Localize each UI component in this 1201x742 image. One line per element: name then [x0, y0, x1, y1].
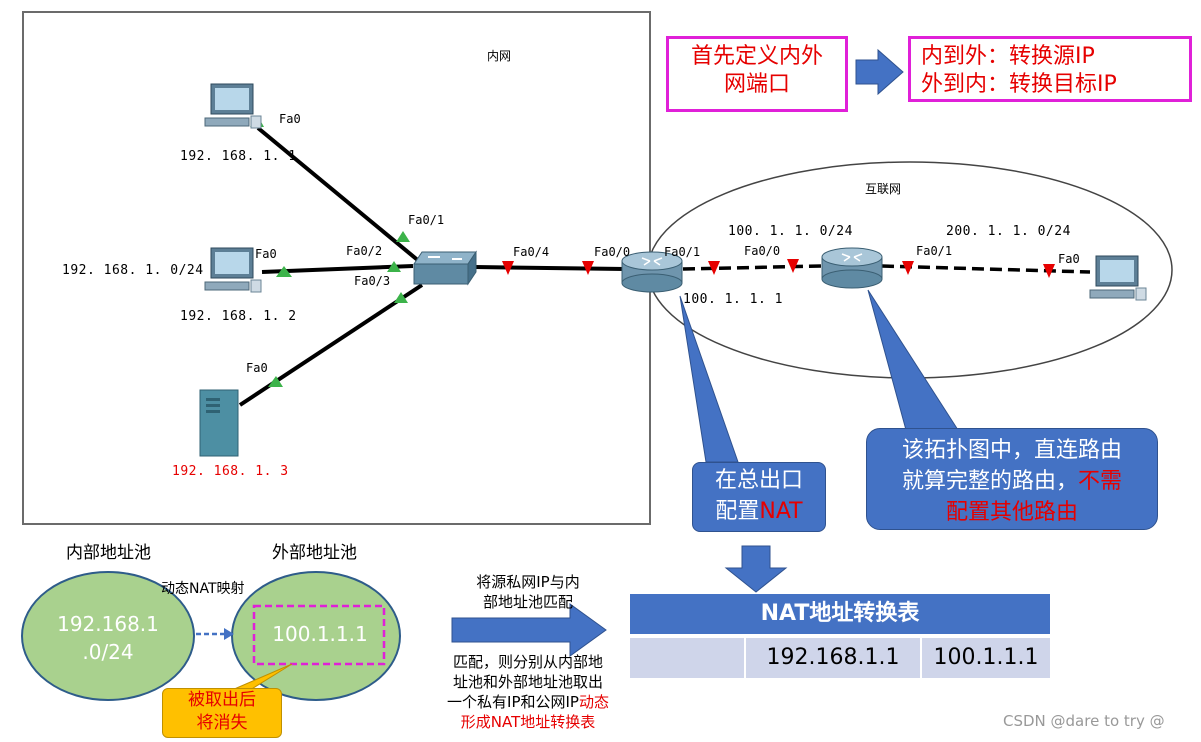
match-text-line2: 部地址池匹配 — [482, 593, 573, 611]
desc-text-line2: 址池和外部地址池取出 — [452, 673, 603, 691]
desc-text-line1: 匹配，则分别从内部地 — [452, 653, 603, 671]
define-ports-line2: 网端口 — [723, 72, 790, 97]
router2-port-fa0-1: Fa0/1 — [916, 244, 953, 258]
callout-route-line3: 配置其他路由 — [945, 500, 1078, 525]
link-pc1-switch — [256, 126, 422, 264]
pc2-ip: 192. 168. 1. 2 — [180, 309, 297, 324]
port-up-marker — [276, 266, 292, 277]
router2-port-fa0-0: Fa0/0 — [744, 244, 781, 258]
inner-pool-ellipse — [21, 571, 195, 701]
callout-route: 该拓扑图中，直连路由 就算完整的路由，不需 配置其他路由 — [866, 428, 1158, 530]
port-down-marker — [708, 261, 720, 275]
pc1-ip: 192. 168. 1. 1 — [180, 149, 297, 164]
dynamic-map-arrowhead — [224, 628, 234, 640]
pc2-icon — [204, 247, 262, 293]
callout-nat-line1: 在总出口 — [714, 468, 803, 493]
port-down-marker — [502, 261, 514, 275]
remote-pc-port: Fa0 — [1058, 252, 1080, 266]
define-ports-box: 首先定义内外 网端口 — [666, 36, 848, 112]
callout-nat: 在总出口 配置NAT — [692, 462, 826, 532]
router1-port-fa0-1: Fa0/1 — [664, 245, 701, 259]
inner-pool-title: 内部地址池 — [66, 543, 151, 563]
inner-pool-value-line2: .0/24 — [82, 640, 134, 664]
define-ports-line1: 首先定义内外 — [690, 44, 823, 69]
switch-icon — [413, 250, 477, 286]
convert-rule-line2: 外到内：转换目标IP — [921, 72, 1117, 97]
port-up-marker — [396, 231, 410, 242]
router1-icon — [621, 251, 683, 293]
match-text: 将源私网IP与内 部地址池匹配 — [458, 572, 598, 612]
match-text-line1: 将源私网IP与内 — [476, 573, 580, 591]
inner-subnet: 192. 168. 1. 0/24 — [62, 263, 204, 278]
switch-port-fa0-4: Fa0/4 — [513, 245, 550, 259]
inner-pool-value: 192.168.1 .0/24 — [50, 610, 166, 666]
inner-pool-value-line1: 192.168.1 — [57, 612, 159, 636]
pc1-icon — [204, 83, 262, 129]
port-down-marker — [582, 261, 594, 275]
outer-subnet: 200. 1. 1. 0/24 — [946, 224, 1071, 239]
link-switch-router1 — [474, 265, 626, 271]
port-up-marker — [268, 376, 283, 387]
nat-table-inside: 192.168.1.1 — [746, 638, 920, 678]
mid-subnet: 100. 1. 1. 0/24 — [728, 224, 853, 239]
taken-note-line2: 将消失 — [196, 713, 248, 733]
callout-nat-line2: 配置 — [715, 499, 760, 524]
desc-text-line3-red: 动态 — [578, 693, 609, 711]
server-port: Fa0 — [246, 361, 268, 375]
nat-table-title: NAT地址转换表 — [630, 594, 1050, 634]
arrow-down-icon — [724, 545, 788, 593]
callout-route-line1: 该拓扑图中，直连路由 — [901, 438, 1122, 463]
callout-nat-tail — [679, 295, 739, 463]
inner-network-label: 内网 — [487, 49, 512, 63]
callout-nat-highlight: NAT — [759, 499, 803, 524]
port-up-marker — [394, 292, 408, 303]
outer-pool-ellipse — [231, 571, 401, 701]
port-down-marker — [787, 259, 799, 273]
arrow-right-icon — [855, 48, 904, 96]
router1-ip: 100. 1. 1. 1 — [683, 292, 783, 307]
link-router2-remote — [881, 264, 1091, 274]
nat-table-cell-empty — [630, 638, 744, 678]
server-icon — [199, 389, 239, 457]
router1-port-fa0-0: Fa0/0 — [594, 245, 631, 259]
nat-table-outside: 100.1.1.1 — [922, 638, 1050, 678]
arrow-match-icon — [451, 603, 607, 657]
dynamic-map-label: 动态NAT映射 — [161, 581, 245, 597]
outer-pool-highlight — [252, 604, 386, 666]
link-router1-router2 — [682, 264, 823, 271]
convert-rule-line1: 内到外：转换源IP — [921, 44, 1095, 69]
taken-note: 被取出后 将消失 — [162, 688, 282, 738]
port-down-marker — [902, 261, 914, 275]
desc-text: 匹配，则分别从内部地 址池和外部地址池取出 一个私有IP和公网IP动态 形成NA… — [428, 652, 628, 732]
remote-pc-icon — [1089, 255, 1147, 301]
router2-icon — [821, 247, 883, 289]
callout-route-tail — [867, 289, 959, 431]
watermark: CSDN @dare to try @ — [1003, 712, 1165, 730]
desc-text-line3: 一个私有IP和公网IP — [447, 693, 579, 711]
switch-port-fa0-3: Fa0/3 — [354, 274, 391, 288]
outer-pool-title: 外部地址池 — [272, 543, 357, 563]
pc2-port: Fa0 — [255, 247, 277, 261]
pc1-port: Fa0 — [279, 112, 301, 126]
port-down-marker — [1043, 264, 1055, 278]
switch-port-fa0-1: Fa0/1 — [408, 213, 445, 227]
convert-rule-box: 内到外：转换源IP 外到内：转换目标IP — [908, 36, 1192, 102]
switch-port-fa0-2: Fa0/2 — [346, 244, 383, 258]
desc-text-line4: 形成NAT地址转换表 — [460, 713, 596, 731]
callout-route-highlight: 不需 — [1078, 469, 1123, 494]
internet-label: 互联网 — [865, 182, 902, 196]
server-ip: 192. 168. 1. 3 — [172, 464, 289, 479]
callout-route-line2: 就算完整的路由， — [901, 469, 1078, 494]
taken-note-line1: 被取出后 — [188, 690, 256, 710]
port-up-marker — [387, 261, 401, 272]
outer-pool-value: 100.1.1.1 — [272, 622, 368, 646]
